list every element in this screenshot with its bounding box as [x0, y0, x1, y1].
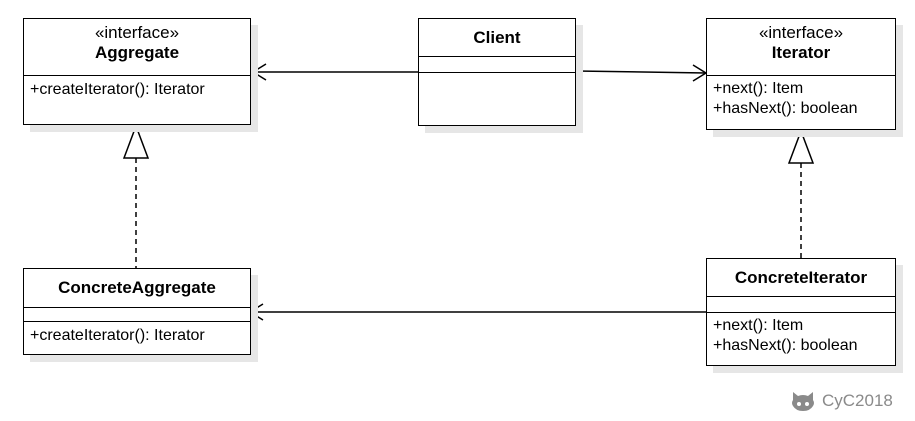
aggregate-method: +createIterator(): Iterator: [30, 81, 205, 98]
aggregate-stereotype: «interface»: [94, 23, 180, 42]
concrete-iterator-class-box: ConcreteIterator +next(): Item +hasNext(…: [706, 258, 896, 366]
client-attributes: [419, 56, 575, 72]
concrete-aggregate-name: ConcreteAggregate: [58, 278, 216, 297]
concrete-aggregate-methods: +createIterator(): Iterator: [24, 321, 250, 346]
concrete-iterator-methods: +next(): Item +hasNext(): boolean: [707, 312, 895, 356]
github-octocat-icon: [792, 392, 814, 411]
iterator-stereotype: «interface»: [758, 23, 844, 42]
aggregate-class-box: «interface» Aggregate +createIterator():…: [23, 18, 251, 125]
aggregate-name: Aggregate: [94, 43, 180, 62]
concrete-iterator-attributes: [707, 296, 895, 312]
iterator-realization-triangle: [787, 128, 815, 164]
concrete-aggregate-header: ConcreteAggregate: [24, 269, 250, 307]
aggregate-methods: +createIterator(): Iterator: [24, 75, 250, 100]
aggregate-arrowhead: [251, 63, 267, 81]
concrete-aggregate-class-box: ConcreteAggregate +createIterator(): Ite…: [23, 268, 251, 355]
iterator-method-next: +next(): Item: [713, 80, 804, 97]
concrete-iterator-method-next: +next(): Item: [713, 317, 804, 334]
client-header: Client: [419, 19, 575, 56]
client-name: Client: [473, 28, 521, 47]
aggregate-header: «interface» Aggregate: [24, 19, 250, 75]
iterator-methods: +next(): Item +hasNext(): boolean: [707, 75, 895, 119]
concrete-aggregate-attributes: [24, 307, 250, 321]
concrete-aggregate-method: +createIterator(): Iterator: [30, 327, 205, 344]
watermark-text: CyC2018: [822, 391, 893, 410]
client-to-iterator-line: [575, 70, 707, 74]
concrete-iterator-method-hasnext: +hasNext(): boolean: [713, 337, 858, 354]
iterator-method-hasnext: +hasNext(): boolean: [713, 100, 858, 117]
client-methods: [419, 72, 575, 126]
iterator-name: Iterator: [771, 43, 831, 62]
watermark: CyC2018: [790, 390, 893, 412]
client-class-box: Client: [418, 18, 576, 126]
iterator-class-box: «interface» Iterator +next(): Item +hasN…: [706, 18, 896, 130]
aggregate-realization-triangle: [122, 123, 150, 159]
iterator-header: «interface» Iterator: [707, 19, 895, 75]
concrete-iterator-header: ConcreteIterator: [707, 259, 895, 296]
concrete-iterator-name: ConcreteIterator: [734, 268, 868, 287]
